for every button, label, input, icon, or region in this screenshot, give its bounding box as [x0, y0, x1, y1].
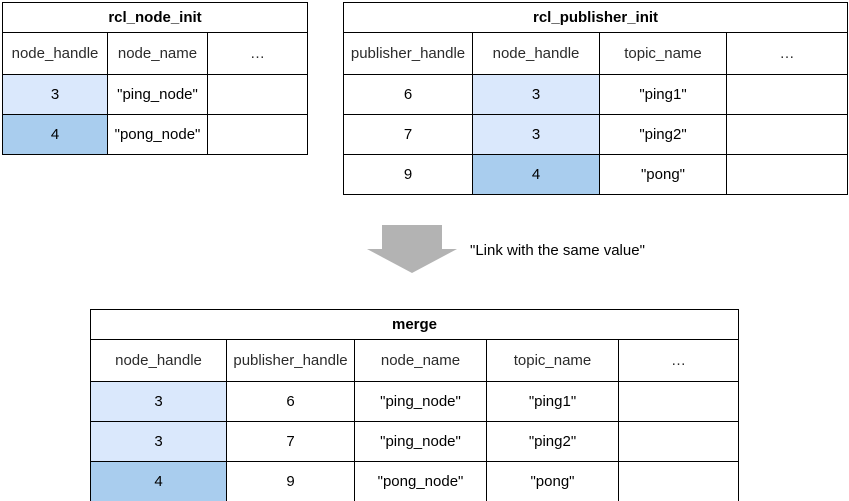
- cell-ellipsis: [725, 154, 849, 195]
- table-row: 3 6 "ping_node" "ping1": [90, 381, 740, 422]
- table-title: rcl_publisher_init: [342, 2, 849, 33]
- cell-publisher-handle: 9: [226, 461, 355, 501]
- column-header-node-handle: node_handle: [90, 339, 227, 382]
- cell-ellipsis: [725, 114, 849, 155]
- cell-node-handle: 3: [90, 381, 227, 422]
- table-row: 4 "pong_node": [2, 114, 308, 155]
- cell-node-handle: 4: [90, 461, 227, 501]
- table-row: 7 3 "ping2": [343, 114, 849, 155]
- cell-node-handle: 3: [472, 74, 600, 115]
- table-title-row: merge: [89, 309, 740, 340]
- cell-ellipsis: [207, 114, 308, 155]
- column-header-node-name: node_name: [354, 339, 487, 382]
- column-header-publisher-handle: publisher_handle: [226, 339, 355, 382]
- table-rcl-publisher-init: rcl_publisher_init publisher_handle node…: [342, 2, 849, 195]
- column-header-node-name: node_name: [107, 32, 208, 75]
- table-title-row: rcl_publisher_init: [342, 2, 849, 33]
- cell-topic-name: "ping1": [486, 381, 619, 422]
- cell-node-name: "pong_node": [107, 114, 208, 155]
- cell-publisher-handle: 6: [226, 381, 355, 422]
- cell-node-handle: 3: [2, 74, 108, 115]
- cell-topic-name: "pong": [486, 461, 619, 501]
- table-title: merge: [89, 309, 740, 340]
- cell-ellipsis: [207, 74, 308, 115]
- table-header-row: node_handle publisher_handle node_name t…: [90, 339, 740, 382]
- cell-node-handle: 4: [472, 154, 600, 195]
- cell-publisher-handle: 7: [226, 421, 355, 462]
- column-header-ellipsis: …: [617, 339, 740, 382]
- column-header-node-handle: node_handle: [472, 32, 600, 75]
- table-header-row: publisher_handle node_handle topic_name …: [343, 32, 849, 75]
- column-header-node-handle: node_handle: [2, 32, 108, 75]
- cell-node-handle: 4: [2, 114, 108, 155]
- cell-publisher-handle: 6: [343, 74, 473, 115]
- cell-node-handle: 3: [472, 114, 600, 155]
- cell-topic-name: "ping2": [599, 114, 727, 155]
- down-arrow-icon: [367, 225, 457, 273]
- cell-ellipsis: [725, 74, 849, 115]
- arrow-label: "Link with the same value": [470, 242, 645, 259]
- cell-ellipsis: [617, 381, 740, 422]
- column-header-topic-name: topic_name: [599, 32, 727, 75]
- table-row: 6 3 "ping1": [343, 74, 849, 115]
- cell-node-name: "ping_node": [354, 421, 487, 462]
- cell-node-name: "ping_node": [354, 381, 487, 422]
- column-header-publisher-handle: publisher_handle: [343, 32, 473, 75]
- table-row: 3 "ping_node": [2, 74, 308, 115]
- column-header-ellipsis: …: [207, 32, 308, 75]
- cell-publisher-handle: 7: [343, 114, 473, 155]
- table-row: 3 7 "ping_node" "ping2": [90, 421, 740, 462]
- cell-node-handle: 3: [90, 421, 227, 462]
- cell-node-name: "pong_node": [354, 461, 487, 501]
- cell-topic-name: "pong": [599, 154, 727, 195]
- table-merge: merge node_handle publisher_handle node_…: [89, 309, 740, 501]
- table-row: 9 4 "pong": [343, 154, 849, 195]
- cell-ellipsis: [617, 421, 740, 462]
- cell-ellipsis: [617, 461, 740, 501]
- table-rcl-node-init: rcl_node_init node_handle node_name … 3 …: [2, 2, 308, 155]
- table-title: rcl_node_init: [2, 2, 308, 33]
- cell-topic-name: "ping2": [486, 421, 619, 462]
- column-header-ellipsis: …: [725, 32, 849, 75]
- cell-node-name: "ping_node": [107, 74, 208, 115]
- table-header-row: node_handle node_name …: [2, 32, 308, 75]
- column-header-topic-name: topic_name: [486, 339, 619, 382]
- cell-topic-name: "ping1": [599, 74, 727, 115]
- table-title-row: rcl_node_init: [2, 2, 308, 33]
- table-row: 4 9 "pong_node" "pong": [90, 461, 740, 501]
- cell-publisher-handle: 9: [343, 154, 473, 195]
